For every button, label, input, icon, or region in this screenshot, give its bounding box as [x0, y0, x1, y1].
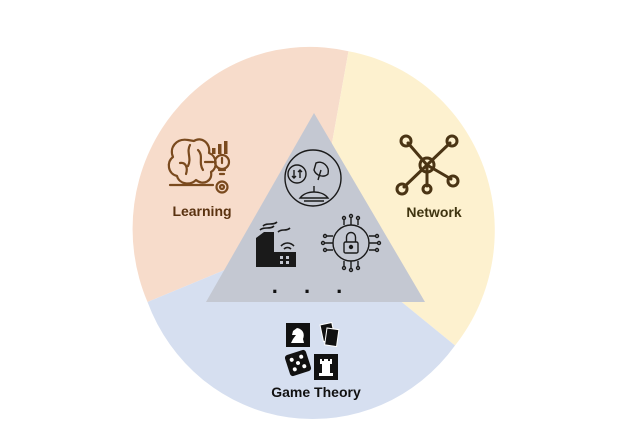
learning-label: Learning: [172, 203, 231, 219]
satellite-globe-icon: [284, 149, 342, 207]
network-label: Network: [406, 204, 461, 220]
brain-gear-icon: [167, 138, 231, 194]
game-theory-label: Game Theory: [271, 384, 361, 400]
network-nodes-icon: [395, 134, 460, 196]
chess-cards-dice-icon: [284, 321, 340, 380]
center-ellipsis: . . .: [272, 273, 353, 298]
factory-icon: [256, 221, 296, 267]
security-lock-chip-icon: [320, 213, 382, 273]
network-segment: [316, 51, 495, 346]
